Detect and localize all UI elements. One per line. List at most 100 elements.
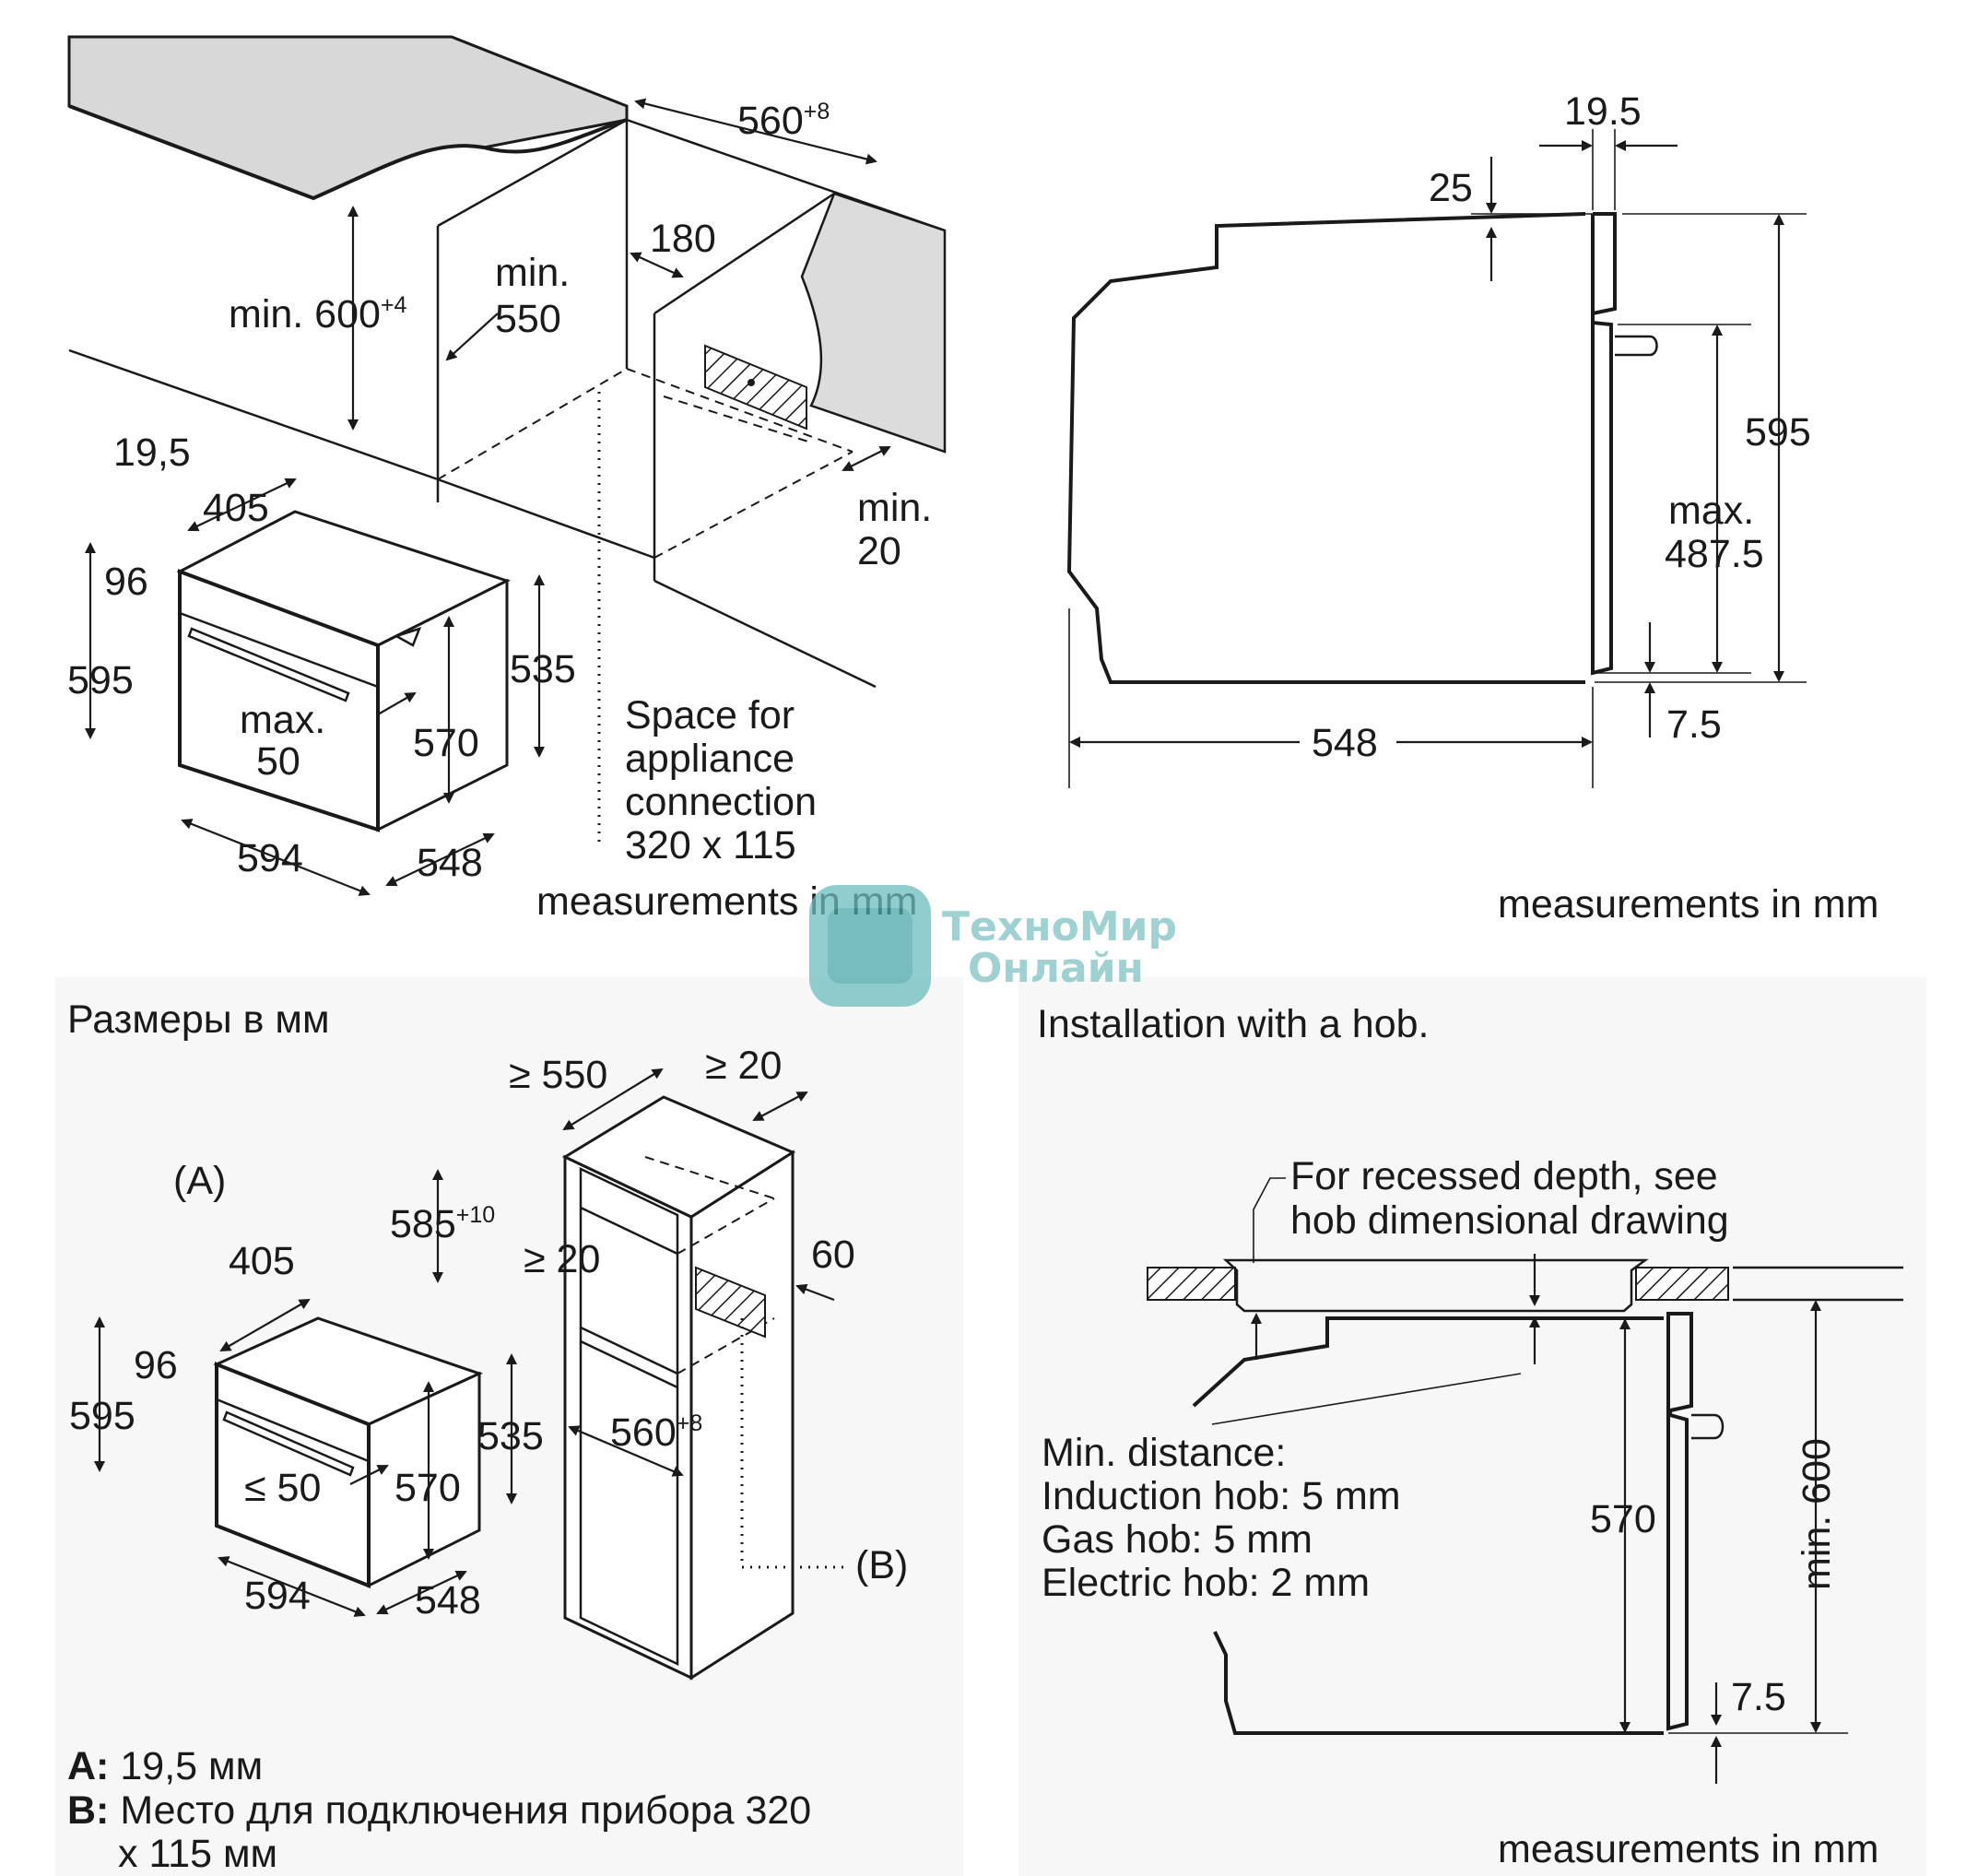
recess-note-2: hob dimensional drawing — [1290, 1198, 1729, 1243]
dim-594-line — [218, 1556, 366, 1617]
shelf-1 — [580, 1206, 678, 1256]
dim-le50-line — [349, 1465, 389, 1485]
recess-note-1: For recessed depth, see — [1290, 1154, 1718, 1198]
shelf-2 — [580, 1326, 678, 1375]
dim-594: 594 — [244, 1574, 311, 1618]
floor-line-right — [653, 579, 877, 689]
dim-180-line — [630, 252, 684, 278]
dim-548-line — [385, 832, 495, 887]
worktop-left — [1147, 1267, 1236, 1301]
niche-hidden-3 — [653, 451, 854, 559]
dim-548: 548 — [1312, 721, 1378, 765]
min-distance-induction: Induction hob: 5 mm — [1042, 1474, 1401, 1518]
dim-535: 535 — [477, 1414, 544, 1458]
mark-a: (A) — [173, 1159, 226, 1203]
oven-front-face — [178, 569, 380, 832]
dim-le50: ≤ 50 — [244, 1466, 321, 1510]
tall-unit-side — [689, 1150, 795, 1681]
dim-max-a: max. — [1668, 489, 1754, 533]
dim-548: 548 — [415, 1578, 481, 1622]
space-note-3: connection — [625, 780, 817, 824]
dim-7-5: 7.5 — [1731, 1675, 1786, 1719]
dim-570: 570 — [1590, 1497, 1656, 1541]
shelf-3 — [580, 1339, 678, 1389]
connection-box-b — [695, 1266, 766, 1339]
dim-535: 535 — [510, 647, 576, 691]
right-cabinet-wall — [800, 192, 947, 454]
dim-min550-b: 550 — [495, 297, 561, 341]
dim-25: 25 — [1429, 166, 1473, 210]
dim-min600: min. 600 — [1795, 1438, 1839, 1590]
panel-bg-bottom-right — [1018, 977, 1926, 1876]
mark-b: (B) — [855, 1543, 908, 1587]
hob-body — [1222, 1258, 1649, 1313]
plinth-edge — [564, 1616, 692, 1680]
panel-hob-installation: Installation with a hob. For recessed de… — [1037, 1002, 1903, 1871]
oven-b-front — [215, 1362, 371, 1588]
space-note-4: 320 x 115 — [625, 823, 796, 867]
dim-560-line — [568, 1425, 684, 1477]
dim-min600: min. 600+4 — [229, 292, 407, 336]
worktop — [67, 35, 629, 200]
niche-hidden-2 — [626, 368, 854, 453]
panel-tall-cabinet: Размеры в мм ≥ 550 ≥ 20 (A) — [67, 997, 908, 1876]
panel-niche-installation: 560+8 min. 600+4 min. 550 180 19,5 405 9… — [67, 35, 947, 924]
oven-door-profile — [1666, 1312, 1693, 1731]
dim-405-line — [187, 478, 297, 532]
dim-570: 570 — [394, 1466, 461, 1510]
legend-b-cont: x 115 мм — [118, 1832, 277, 1876]
dim-595: 595 — [67, 658, 134, 702]
oven-bottom-profile — [1213, 1631, 1664, 1735]
dim-560: 560+8 — [737, 99, 830, 143]
dim-405-line — [219, 1298, 311, 1352]
dim-max-b: 487.5 — [1665, 532, 1764, 576]
niche-hidden-1 — [437, 368, 628, 480]
dim-548-line — [376, 1570, 467, 1615]
watermark-text-1: ТехноМир — [942, 903, 1177, 950]
dim-560: 560+8 — [610, 1410, 702, 1455]
space-note-2: appliance — [625, 737, 795, 781]
dim-96: 96 — [134, 1343, 178, 1387]
dim-ge550: ≥ 550 — [509, 1053, 607, 1097]
caption-panel2: measurements in mm — [1498, 882, 1878, 926]
connection-box — [704, 344, 807, 431]
dim-96: 96 — [104, 560, 148, 604]
worktop-right — [1635, 1267, 1729, 1301]
min-distance-gas: Gas hob: 5 mm — [1042, 1517, 1313, 1562]
dim-60-line — [795, 1283, 835, 1302]
niche-left-front — [437, 118, 628, 228]
dim-max50-b: 50 — [256, 739, 300, 784]
dim-min20-line — [842, 446, 891, 471]
dim-405: 405 — [203, 486, 269, 530]
floor-line-left — [68, 348, 439, 481]
dim-min20-a: min. — [857, 486, 932, 530]
dim-595: 595 — [69, 1394, 135, 1438]
dim-max50-a: max. — [240, 698, 325, 742]
watermark-text-2: Онлайн — [968, 945, 1144, 992]
min-distance-electric: Electric hob: 2 mm — [1042, 1561, 1370, 1605]
niche-right-top — [653, 192, 835, 315]
legend-b: B:Место для подключения прибора 320 — [67, 1788, 811, 1833]
dim-ge20-mid: ≥ 20 — [524, 1237, 600, 1281]
dim-ge550-line — [562, 1068, 664, 1131]
oven-door-profile — [1591, 212, 1617, 676]
cabinet-top-edge — [451, 35, 628, 108]
recess-leader — [1253, 1177, 1286, 1263]
niche-hidden-4 — [663, 395, 812, 443]
dim-560-line — [634, 98, 877, 165]
dim-min550-a: min. — [495, 251, 570, 295]
knob — [1691, 1413, 1725, 1440]
dim-595: 595 — [1745, 410, 1811, 454]
oven-b-control-strip — [216, 1398, 370, 1463]
dim-max50-line — [377, 692, 417, 715]
oven-handle — [187, 627, 350, 702]
panel4-title: Installation with a hob. — [1037, 1002, 1430, 1046]
dim-594: 594 — [237, 836, 303, 880]
space-note-1: Space for — [625, 693, 795, 737]
legend-a: A:19,5 мм — [67, 1744, 263, 1788]
dim-548: 548 — [417, 841, 483, 885]
min-distance-title: Min. distance: — [1042, 1431, 1286, 1475]
dim-min550-line — [445, 313, 499, 361]
dim-570: 570 — [413, 721, 479, 765]
